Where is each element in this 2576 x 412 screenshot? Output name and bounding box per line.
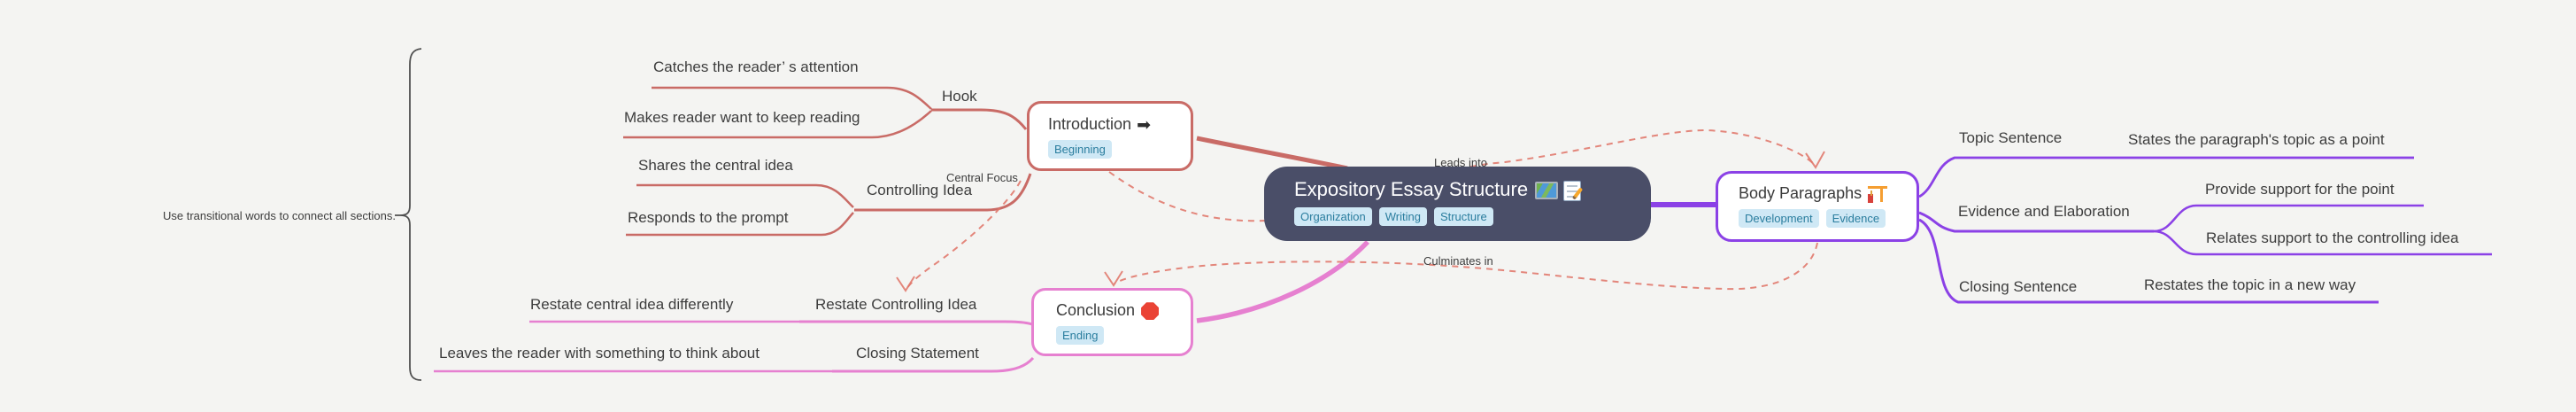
- branch-keep-reading: [623, 110, 932, 139]
- relationship-label-culminates-in[interactable]: Culminates in: [1423, 254, 1493, 268]
- branch-closing-sentence: [1918, 218, 2379, 304]
- detail-restates-new-way[interactable]: Restates the topic in a new way: [2144, 276, 2356, 293]
- detail-restate-differently[interactable]: Restate central idea differently: [530, 296, 734, 313]
- central-node-expository-essay-structure[interactable]: Expository Essay Structure Organization …: [1264, 167, 1651, 241]
- topic-restate-controlling-idea[interactable]: Restate Controlling Idea: [815, 296, 977, 313]
- branch-shares-central-idea: [636, 183, 854, 208]
- node-introduction[interactable]: Introduction ➡ Beginning: [1027, 101, 1193, 171]
- branch-topic-sentence: [1918, 156, 2414, 198]
- branch-provide-support: [2153, 204, 2424, 233]
- detail-shares-central-idea[interactable]: Shares the central idea: [638, 157, 793, 174]
- construction-crane-icon: [1868, 185, 1888, 203]
- topic-evidence-elaboration[interactable]: Evidence and Elaboration: [1958, 203, 2130, 220]
- topic-closing-statement[interactable]: Closing Statement: [856, 345, 979, 361]
- arrowhead-into-body-paragraphs: [1805, 151, 1825, 169]
- topic-closing-sentence[interactable]: Closing Sentence: [1959, 278, 2078, 295]
- tag-organization[interactable]: Organization: [1294, 207, 1372, 226]
- node-conclusion[interactable]: Conclusion Ending: [1031, 288, 1193, 356]
- summary-bracket: [395, 48, 422, 381]
- tag-structure[interactable]: Structure: [1433, 207, 1493, 226]
- relationship-label-central-focus[interactable]: Central Focus: [946, 171, 1018, 184]
- relationship-central-focus-line: [906, 180, 1022, 290]
- topic-controlling-idea[interactable]: Controlling Idea: [867, 182, 973, 198]
- introduction-title: Introduction: [1048, 115, 1132, 133]
- body-paragraphs-title: Body Paragraphs: [1739, 184, 1863, 202]
- detail-relates-support[interactable]: Relates support to the controlling idea: [2206, 229, 2459, 246]
- stop-sign-icon: [1141, 302, 1160, 321]
- branch-hook: [931, 108, 1028, 130]
- conclusion-title: Conclusion: [1056, 301, 1136, 319]
- detail-leaves-reader[interactable]: Leaves the reader with something to thin…: [439, 345, 760, 361]
- arrowhead-into-restate: [896, 276, 915, 292]
- summary-note[interactable]: Use transitional words to connect all se…: [162, 209, 396, 222]
- branch-restate-controlling-idea: [799, 320, 1033, 326]
- detail-states-topic[interactable]: States the paragraph's topic as a point: [2128, 131, 2385, 148]
- relationship-culminates-in-line: [1114, 242, 1818, 291]
- relationship-label-leads-into[interactable]: Leads into: [1434, 156, 1487, 169]
- topic-topic-sentence[interactable]: Topic Sentence: [1959, 129, 2063, 146]
- relationship-leads-into-line: [1108, 128, 1816, 222]
- detail-keep-reading[interactable]: Makes reader want to keep reading: [624, 109, 860, 126]
- branch-evidence-elaboration: [1918, 211, 2154, 233]
- branch-controlling-idea: [854, 173, 1032, 212]
- memo-icon: [1563, 180, 1582, 201]
- detail-responds-prompt[interactable]: Responds to the prompt: [628, 209, 789, 226]
- arrow-right-icon: ➡: [1137, 115, 1151, 135]
- branch-conclusion-main: [1196, 240, 1369, 323]
- world-map-icon: [1535, 182, 1559, 200]
- detail-provide-support[interactable]: Provide support for the point: [2205, 181, 2395, 198]
- arrowhead-into-conclusion: [1104, 270, 1123, 287]
- detail-catches-attention[interactable]: Catches the reader’ s attention: [653, 58, 859, 75]
- branch-responds-prompt: [626, 212, 854, 237]
- branch-closing-statement: [832, 356, 1035, 373]
- branch-relates-support: [2153, 229, 2492, 256]
- central-node-title: Expository Essay Structure: [1294, 178, 1529, 200]
- tag-ending[interactable]: Ending: [1056, 326, 1105, 346]
- tag-evidence[interactable]: Evidence: [1825, 209, 1886, 228]
- branch-catches-attention: [652, 86, 932, 110]
- tag-development[interactable]: Development: [1739, 209, 1819, 228]
- tag-writing[interactable]: Writing: [1378, 207, 1427, 226]
- tag-beginning[interactable]: Beginning: [1048, 140, 1112, 159]
- node-body-paragraphs[interactable]: Body Paragraphs Development Evidence: [1716, 171, 1919, 242]
- branch-introduction-main: [1196, 136, 1348, 171]
- topic-hook[interactable]: Hook: [942, 88, 977, 105]
